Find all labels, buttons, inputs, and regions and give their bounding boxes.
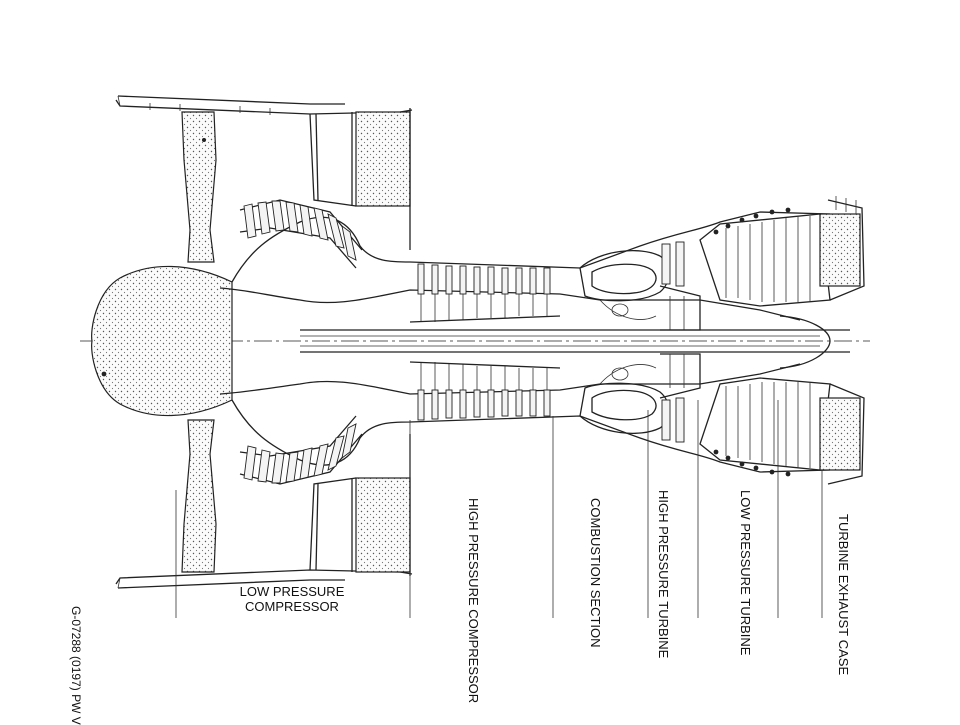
label-line: HIGH PRESSURE [656,490,671,598]
exhaust-case [779,196,865,485]
figure-code-line: PW V [69,694,83,725]
engine-shafts [300,329,850,353]
section-leader-lines [175,400,823,618]
label-line: LOW PRESSURE [239,584,345,599]
hpc-discs [409,294,561,390]
bolt-dots [101,138,791,477]
label-combustion-section: COMBUSTION SECTION [588,498,603,648]
label-high-pressure-turbine: HIGH PRESSURE TURBINE [656,490,671,658]
label-line: EXHAUST [836,574,851,637]
fan-blade-lower [181,419,217,573]
lpc-case-lower [309,434,411,576]
lpt-upper [699,213,861,307]
hpc-blades-upper [417,263,551,295]
label-line: LOW PRESSURE [738,490,753,595]
lpt-lower [699,377,861,471]
label-line: HIGH PRESSURE [466,498,481,606]
figure-code-line: G-07288 (0197) [69,606,83,691]
label-high-pressure-compressor: HIGH PRESSURE COMPRESSOR [466,498,481,703]
lpc-duct-lower [219,363,831,485]
label-line: TURBINE [836,514,851,572]
lpc-blades-upper [243,200,357,261]
label-line: TURBINE [738,598,753,656]
hpc-blades-lower [417,389,551,421]
fan-blade-upper [181,111,217,263]
label-line: COMPRESSOR [466,609,481,704]
label-line: TURBINE [656,601,671,659]
label-line: COMBUSTION [588,498,603,587]
label-line: SECTION [588,589,603,648]
combustor-upper [579,250,670,320]
label-low-pressure-turbine: LOW PRESSURE TURBINE [738,490,753,655]
lpc-blades-lower [243,423,357,484]
label-low-pressure-compressor: LOW PRESSURE COMPRESSOR [232,584,352,614]
label-turbine-exhaust-case: TURBINE EXHAUST CASE [836,514,851,675]
figure-code: G-07288 (0197) PW V [68,606,83,725]
label-line: CASE [836,639,851,676]
spinner-nose-cone [91,265,233,417]
lpc-duct-upper [219,199,831,321]
hpt-lower [659,353,701,443]
combustor-lower [579,364,670,434]
lpc-case-upper [309,108,411,250]
label-line: COMPRESSOR [245,599,339,614]
